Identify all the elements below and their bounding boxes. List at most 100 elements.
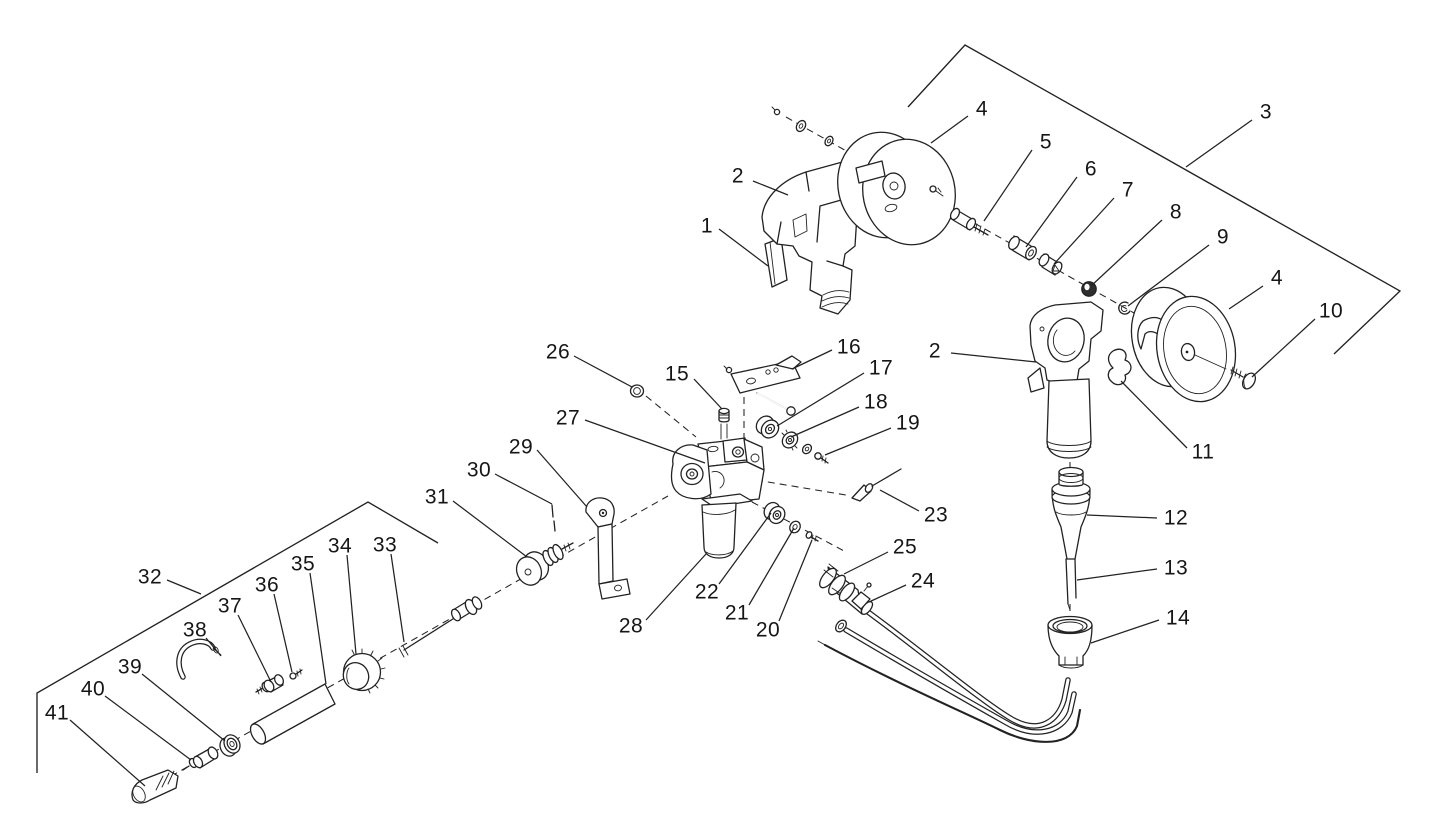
part-mounting-bracket-16 (723, 355, 802, 416)
callout-15-16: 15 (664, 362, 690, 386)
part-thumbscrew-10 (1230, 366, 1257, 390)
leader-line-11-12 (1120, 380, 1188, 449)
callout-32-33: 32 (137, 565, 163, 589)
part-needle-rod-33 (398, 596, 483, 658)
part-retaining-ring-9 (1118, 301, 1131, 315)
leader-line-16-17 (791, 349, 833, 370)
leader-line-18-19 (790, 406, 860, 438)
callout-24-25: 24 (910, 569, 936, 593)
callout-34-35: 34 (327, 534, 353, 558)
part-gun-body-right-2 (1027, 301, 1104, 459)
leader-line-14-15 (1090, 619, 1160, 644)
leader-line-23-24 (879, 489, 920, 512)
callout-6-7: 6 (1084, 157, 1098, 181)
part-fitting-37 (255, 674, 285, 695)
callout-21-22: 21 (724, 601, 750, 625)
hoses (817, 609, 1082, 743)
callout-5-6: 5 (1039, 130, 1053, 154)
part-fan-housing-left-4 (837, 131, 956, 246)
callout-4-5: 4 (1270, 266, 1284, 290)
part-connector-25 (819, 563, 874, 616)
part-packing-washer-22 (763, 501, 786, 525)
leader-line-2-1 (752, 180, 789, 196)
leader-line-5-6 (983, 149, 1033, 222)
leader-line-39-40 (141, 673, 226, 742)
leader-line-25-26 (843, 551, 889, 575)
leader-line-27-28 (584, 419, 706, 464)
part-strap-bracket-29 (585, 497, 631, 600)
part-nozzle-cup-14 (1047, 615, 1093, 669)
leader-line-32-33 (166, 579, 202, 595)
leader-line-7-8 (1053, 197, 1115, 265)
leader-line-21-22 (748, 527, 795, 606)
leader-line-3-3 (1185, 119, 1253, 168)
part-warning-tag-1 (764, 237, 788, 288)
part-knurled-knob-34 (342, 648, 386, 694)
leader-line-26-27 (573, 355, 633, 388)
part-screw-20 (805, 531, 819, 542)
part-set-screw-36 (289, 668, 303, 680)
leader-line-20-21 (778, 539, 813, 622)
leader-line-8-9 (1090, 219, 1163, 287)
leader-line-29-30 (536, 449, 588, 508)
callout-18-19: 18 (863, 390, 889, 414)
callout-20-21: 20 (755, 618, 781, 642)
callout-3-3: 3 (1259, 100, 1273, 124)
callout-35-36: 35 (290, 552, 316, 576)
leader-line-38-39 (205, 637, 222, 657)
part-bushing-6 (1008, 235, 1037, 261)
callout-8-9: 8 (1169, 200, 1183, 224)
callout-31-32: 31 (424, 485, 450, 509)
part-canister-28 (701, 502, 737, 559)
part-bushing-7 (1038, 253, 1063, 276)
part-housing-screw-washers (771, 106, 834, 147)
part-wave-clip-11 (1107, 348, 1132, 386)
leader-line-31-32 (452, 500, 528, 558)
leader-line-40-41 (104, 695, 192, 761)
part-knurled-locknut-8 (1081, 281, 1097, 297)
group-bracket-32 (36, 501, 439, 773)
callout-12-13: 12 (1163, 506, 1189, 530)
group-bracket-3 (907, 44, 1402, 355)
callout-25-26: 25 (892, 535, 918, 559)
part-nozzle-tip-41 (131, 769, 179, 804)
part-piston-31 (515, 542, 574, 586)
leader-line-36-37 (273, 593, 293, 673)
part-seat-40 (182, 746, 219, 771)
part-nozzle-cone-12 (1051, 466, 1091, 560)
callout-17-18: 17 (868, 356, 894, 380)
callout-38-39: 38 (182, 618, 208, 642)
callout-27-28: 27 (555, 406, 581, 430)
part-pin-30 (551, 504, 556, 532)
leader-line-33-34 (390, 553, 405, 643)
leader-line-15-16 (693, 378, 723, 410)
part-pump-block (670, 437, 765, 508)
part-valve-disc-39 (219, 734, 241, 757)
part-flanged-bushing-17 (755, 415, 780, 439)
callout-39-40: 39 (117, 655, 143, 679)
callout-23-24: 23 (923, 503, 949, 527)
callout-37-38: 37 (217, 594, 243, 618)
leader-line-13-14 (1076, 568, 1158, 581)
callout-28-29: 28 (618, 614, 644, 638)
callout-30-31: 30 (466, 458, 492, 482)
callout-41-42: 41 (44, 701, 70, 725)
part-washer-and-screw-19 (801, 443, 829, 464)
callout-2-2: 2 (928, 339, 942, 363)
leader-line-1-0 (718, 228, 769, 267)
leader-line-24-25 (868, 584, 907, 603)
part-clamp-24 (851, 582, 872, 610)
leader-line-22-23 (718, 512, 772, 585)
part-knurled-roller-18 (781, 429, 799, 451)
leader-line-35-36 (309, 572, 327, 685)
leader-line-10-11 (1251, 318, 1316, 378)
leader-line-4-5 (1228, 285, 1264, 310)
part-locknut-26 (629, 384, 645, 398)
callout-29-30: 29 (508, 435, 534, 459)
callout-1-0: 1 (700, 214, 714, 238)
part-hose-hook-38 (176, 638, 222, 680)
part-fluid-tube-35 (249, 683, 336, 745)
leader-line-6-7 (1025, 176, 1078, 248)
part-electrode-23 (851, 468, 902, 502)
leader-line-41-42 (69, 719, 146, 787)
